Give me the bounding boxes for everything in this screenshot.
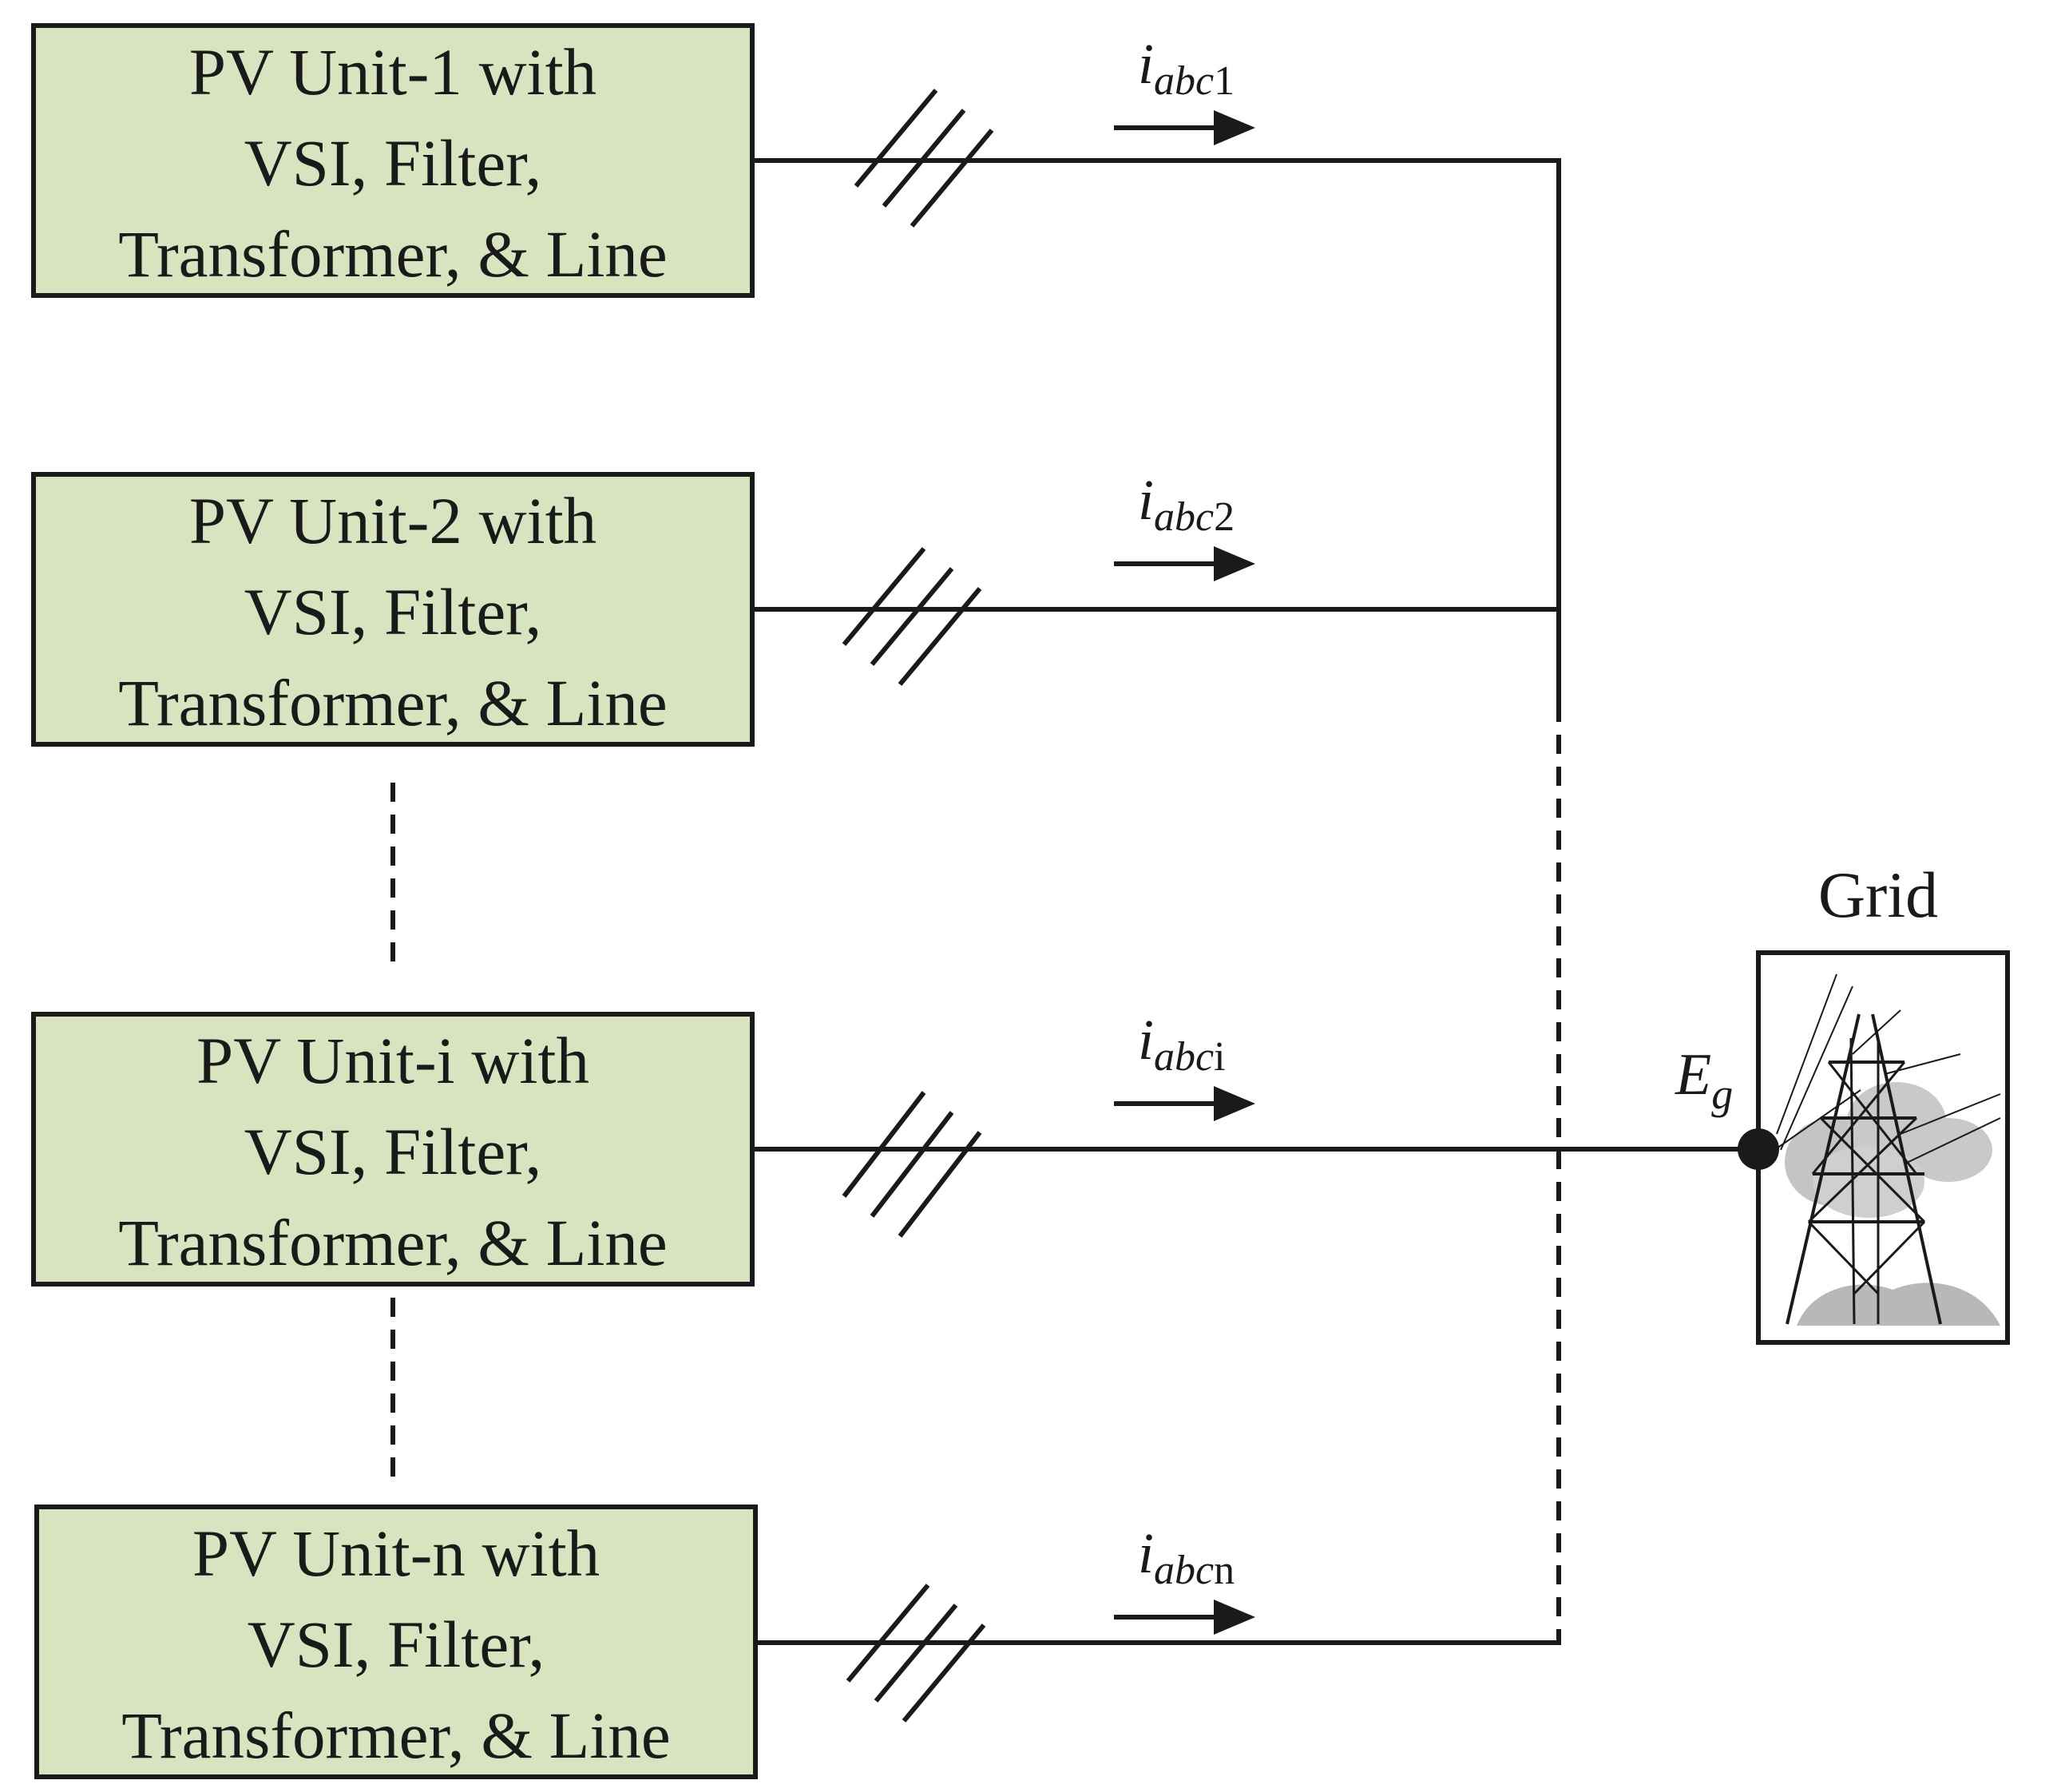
pv-unit-2-line-1: PV Unit-2 with [189,484,597,557]
pv-unit-n-line-1: PV Unit-n with [192,1516,600,1590]
pv-unit-n-line-3: Transformer, & Line [121,1699,670,1772]
three-phase-marker-2 [842,547,982,686]
grid-label: Grid [1818,858,1938,931]
grid-node-label: Eg [1675,1042,1733,1118]
pv-unit-2-line-2: VSI, Filter, [244,575,542,648]
pv-unit-1-line-1: PV Unit-1 with [189,35,597,109]
three-phase-marker-n [846,1584,986,1723]
pv-unit-i-box [31,1012,755,1287]
pv-unit-2-box [31,472,755,747]
pv-unit-i: PV Unit-i with VSI, Filter, Transformer,… [31,1008,1755,1287]
current-label-2: iabc2 [1138,468,1235,540]
pv-unit-n: PV Unit-n with VSI, Filter, Transformer,… [34,1505,1559,1779]
pv-unit-1: PV Unit-1 with VSI, Filter, Transformer,… [31,23,1559,298]
pv-unit-2-line-3: Transformer, & Line [118,666,667,739]
current-label-i: iabci [1138,1008,1226,1080]
three-phase-marker-1 [854,89,994,228]
current-label-n: iabcn [1138,1521,1235,1593]
pv-unit-1-line-3: Transformer, & Line [118,217,667,291]
grid: Grid [1675,858,2010,1345]
current-arrow-i [1114,1086,1255,1121]
grid-node [1738,1128,1779,1170]
pv-unit-2: PV Unit-2 with VSI, Filter, Transformer,… [31,468,1559,747]
three-phase-marker-i [842,1091,982,1238]
pv-unit-i-line-2: VSI, Filter, [244,1115,542,1188]
pv-unit-1-box [31,23,755,298]
current-arrow-2 [1114,546,1255,581]
pv-unit-1-line-2: VSI, Filter, [244,126,542,200]
transmission-tower-icon [1768,973,2001,1326]
pv-unit-i-line-3: Transformer, & Line [118,1206,667,1279]
pv-unit-i-line-1: PV Unit-i with [196,1024,589,1097]
pv-unit-n-line-2: VSI, Filter, [248,1608,545,1681]
current-arrow-1 [1114,110,1255,145]
current-label-1: iabc1 [1138,32,1235,104]
current-arrow-n [1114,1600,1255,1635]
